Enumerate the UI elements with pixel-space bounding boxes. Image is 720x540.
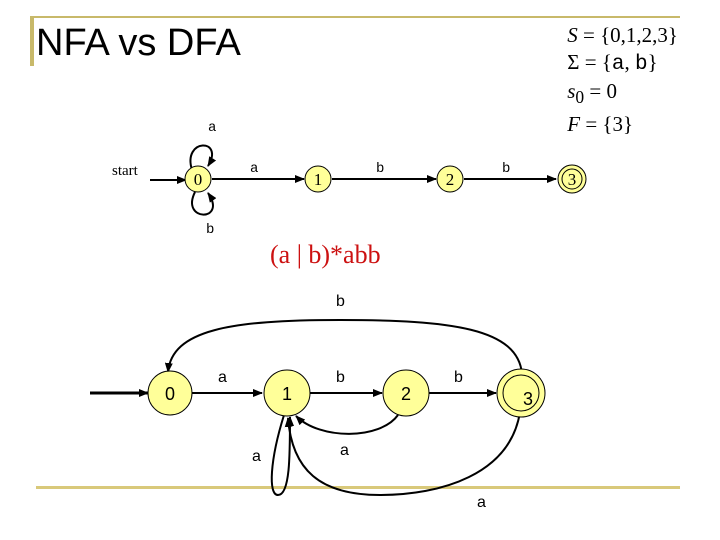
nfa-state-0 — [184, 165, 212, 193]
nfa-label-1-2: b — [376, 161, 384, 177]
nfa-label-loop-a: a — [208, 120, 216, 136]
nfa-state-2-label: 2 — [446, 170, 455, 189]
dfa-state-2 — [382, 369, 430, 417]
dfa-label-0-1: a — [218, 369, 227, 386]
frame-bottom-line — [36, 486, 680, 489]
nfa-state-0-label: 0 — [194, 170, 203, 189]
dfa-edge-3-1 — [284, 411, 521, 497]
nfa-state-1-label: 1 — [314, 170, 323, 189]
dfa-state-0-label: 0 — [165, 384, 175, 404]
dfa-diagram: a b b b a a a 0 1 2 3 — [90, 293, 546, 511]
states-definition: S = {0,1,2,3} — [567, 23, 678, 47]
nfa-state-1 — [304, 165, 332, 193]
regular-expression: (a | b)*abb — [270, 240, 381, 269]
nfa-label-loop-b: b — [206, 222, 214, 238]
nfa-state-3-inner — [561, 168, 583, 190]
dfa-label-loop-1: a — [252, 448, 261, 465]
dfa-state-3-outer — [496, 368, 546, 418]
dfa-label-1-2: b — [336, 369, 345, 386]
nfa-loop-b — [191, 191, 217, 216]
dfa-state-3-label: 3 — [523, 389, 533, 409]
dfa-edge-2-1 — [295, 414, 399, 435]
nfa-label-2-3: b — [502, 161, 510, 177]
dfa-state-3-inner — [502, 374, 540, 412]
dfa-loop-1-a — [270, 414, 294, 497]
alphabet-definition: Σ = {a, b} — [567, 50, 658, 76]
dfa-state-1-label: 1 — [282, 384, 292, 404]
nfa-diagram: start a b a b b 0 1 2 3 — [112, 120, 587, 238]
dfa-label-3-1: a — [477, 494, 486, 511]
start-state-definition: s0 = 0 — [567, 79, 618, 108]
frame-left-bar — [30, 16, 34, 66]
nfa-loop-a — [189, 144, 217, 171]
slide-title: NFA vs DFA — [36, 22, 241, 64]
nfa-state-3-label: 3 — [568, 170, 577, 189]
nfa-state-2 — [436, 165, 464, 193]
dfa-label-2-3: b — [454, 369, 463, 386]
dfa-state-2-label: 2 — [401, 384, 411, 404]
dfa-label-3-0: b — [336, 293, 345, 310]
automaton-definitions: S = {0,1,2,3} Σ = {a, b} s0 = 0 F = {3} — [567, 22, 678, 138]
final-states-definition: F = {3} — [567, 112, 634, 137]
nfa-start-label: start — [112, 163, 139, 179]
dfa-label-2-1: a — [340, 442, 349, 459]
dfa-edge-3-0 — [164, 318, 523, 375]
nfa-label-0-1: a — [250, 161, 258, 177]
frame-top-line — [30, 16, 680, 18]
dfa-state-1 — [263, 369, 311, 417]
dfa-state-0 — [147, 370, 193, 416]
